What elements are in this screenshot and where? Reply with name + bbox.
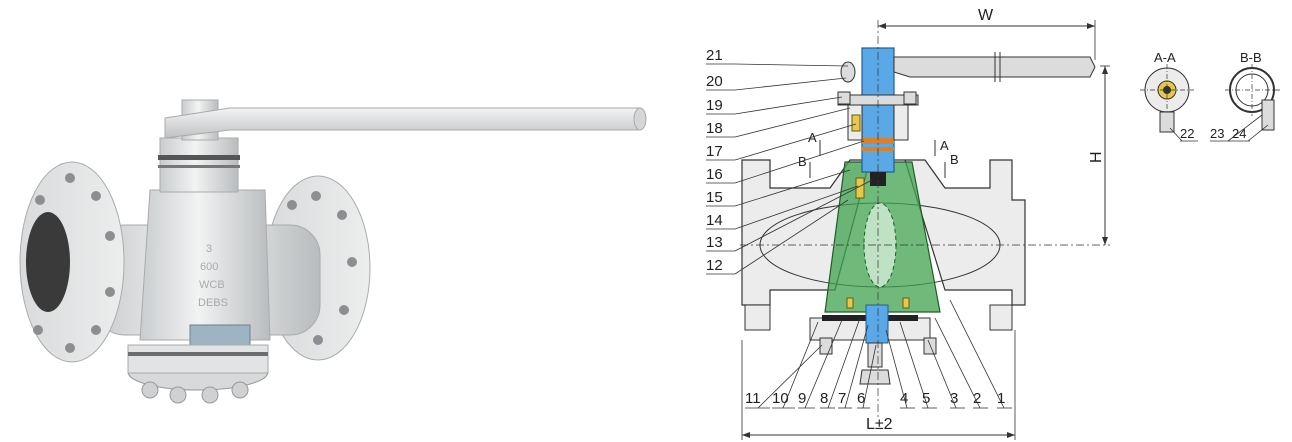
section-aa-title: A-A (1154, 50, 1176, 65)
casting-mark-4: DEBS (198, 297, 228, 309)
section-mark-b-right: B (950, 152, 959, 167)
casting-mark-3: WCB (199, 279, 225, 291)
part-5: 5 (922, 390, 930, 407)
casting-mark-2: 600 (200, 261, 218, 273)
body-outline (741, 159, 1026, 306)
part-18: 18 (706, 120, 723, 137)
dim-l: L±2 (866, 416, 893, 433)
bore (26, 212, 70, 312)
part-14: 14 (706, 212, 723, 229)
part-20: 20 (706, 73, 723, 90)
part-15: 15 (706, 189, 723, 206)
detail-22: 22 (1180, 126, 1194, 141)
part-7: 7 (838, 390, 846, 407)
part-3: 3 (950, 390, 958, 407)
part-13: 13 (706, 234, 723, 251)
part-16: 16 (706, 166, 723, 183)
part-11: 11 (745, 390, 761, 407)
part-6: 6 (857, 390, 865, 407)
part-labels-left: 21 20 19 18 17 16 15 14 13 12 (706, 47, 723, 274)
part-10: 10 (772, 390, 789, 407)
part-2: 2 (973, 390, 981, 407)
dim-h: H (1088, 151, 1105, 163)
part-19: 19 (706, 97, 723, 114)
part-leaders-bottom (745, 299, 1012, 409)
part-12: 12 (706, 257, 723, 274)
valve-photo: 3 600 WCB DEBS (19, 99, 647, 404)
left-flange (19, 161, 125, 363)
section-mark-b-left: B (798, 154, 807, 169)
section-mark-a-left: A (808, 130, 817, 145)
section-bb-title: B-B (1240, 50, 1262, 65)
casting-mark-1: 3 (206, 243, 212, 255)
part-17: 17 (706, 143, 723, 160)
part-1: 1 (997, 390, 1005, 407)
bottom-stem (865, 304, 889, 344)
technical-drawing: W H L±2 A B A B 21 20 19 18 17 16 15 (706, 7, 1280, 440)
nameplate (189, 324, 251, 346)
bottom-bolts (141, 381, 249, 404)
detail-23: 23 (1210, 126, 1224, 141)
section-mark-a-right: A (940, 138, 949, 153)
part-9: 9 (798, 390, 806, 407)
part-8: 8 (820, 390, 828, 407)
part-leaders-left (706, 63, 873, 275)
lever-handle (164, 107, 646, 139)
dim-w: W (978, 7, 994, 24)
part-21: 21 (706, 47, 723, 64)
left-flange-bolt-holes (33, 173, 115, 353)
